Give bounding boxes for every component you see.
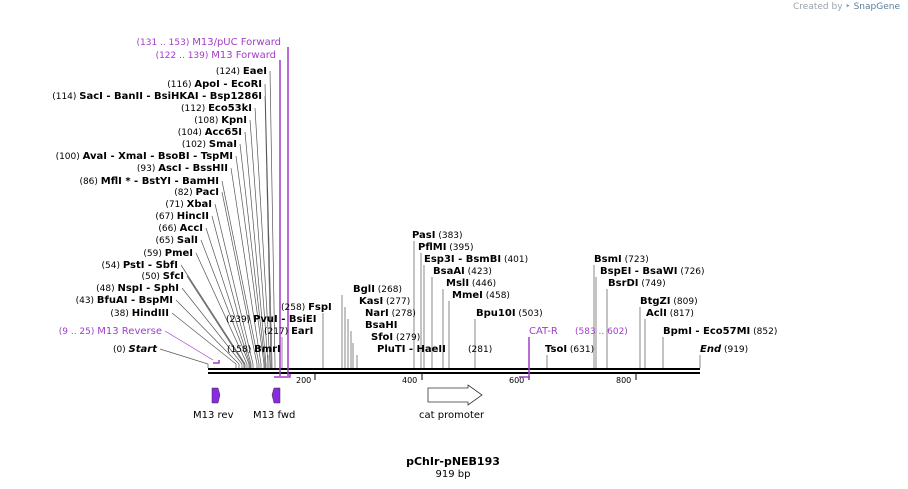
enzyme-label: KasI (277) [359,296,410,307]
leader-line [239,143,266,368]
ruler-tick: 600 [509,376,524,385]
enzyme-label: (114) SacI - BanII - BsiHKAI - Bsp1286I [52,91,262,102]
enzyme-label: (54) PstI - SbfI [102,260,179,271]
enzyme-label: (131 .. 153) M13/pUC Forward [137,37,281,48]
enzyme-label: (122 .. 139) M13 Forward [156,50,276,61]
enzyme-label: (108) KpnI [194,115,247,126]
enzyme-label: MmeI (458) [452,290,510,301]
feature-m13-rev: M13 rev [193,387,234,421]
enzyme-label: BsaAI (423) [433,266,492,277]
leader-line [211,215,252,368]
enzyme-label: BsrDI (749) [608,278,666,289]
feature-label: M13 fwd [253,410,295,421]
enzyme-label: (258) FspI [281,302,332,313]
leader-line [180,264,246,368]
feature-cat-promoter: cat promoter [419,384,485,421]
feature-m13-fwd: M13 fwd [253,387,295,421]
enzyme-label: (43) BfuAI - BspMI [76,295,173,306]
enzyme-label: (50) SfcI [141,271,184,282]
leader-line [214,203,254,368]
enzyme-label: (0) Start [113,344,158,355]
enzyme-label: (65) SalI [156,235,198,246]
enzyme-label: BsaHI [365,320,397,331]
enzyme-label: (66) AccI [158,223,203,234]
enzyme-label: PasI (383) [412,230,463,241]
leader-line [195,252,248,368]
leader-line [244,131,267,368]
leader-line [171,312,237,368]
leader-line [230,167,262,368]
enzyme-label: SfoI (279) [371,332,420,343]
enzyme-label: NarI (278) [365,308,416,319]
ruler-tick: 400 [402,376,417,385]
enzyme-label: (93) AscI - BssHII [137,163,228,174]
enzyme-label: (67) HincII [155,211,209,222]
enzyme-label: (82) PacI [174,187,219,198]
leader-line [164,330,214,361]
enzyme-label: MslI (446) [446,278,496,289]
enzyme-label: PluTI - HaeII [377,344,446,355]
leader-line [186,275,245,368]
leader-line [254,107,271,368]
backbone [208,368,700,374]
leader-line [181,287,243,368]
enzyme-label: End (919) [700,344,748,355]
enzyme-label: (38) HindIII [110,308,169,319]
leader-lines [159,70,701,368]
leader-line [264,83,273,368]
feature-label: M13 rev [193,410,234,421]
leader-line [205,227,251,368]
enzyme-label: AclI (817) [646,308,694,319]
enzyme-label: (48) NspI - SphI [96,283,179,294]
enzyme-label: (281) [468,345,492,355]
feature-label: cat promoter [419,410,485,421]
ruler-tick: 800 [616,376,631,385]
enzyme-label: (239) PvuI - BsiEI [226,314,316,325]
leader-line [269,70,276,368]
enzyme-label: TsoI (631) [545,344,594,355]
enzyme-label: (104) Acc65I [178,127,242,138]
enzyme-label: (100) AvaI - XmaI - BsoBI - TspMI [56,151,233,162]
enzyme-label: (112) Eco53kI [181,103,252,114]
enzyme-label: CAT-R [529,326,558,337]
leader-line [221,180,260,368]
enzyme-label: BsmI (723) [594,254,649,265]
enzyme-label: (59) PmeI [143,248,193,259]
enzyme-label: (124) EaeI [216,66,267,77]
enzyme-label: PflMI (395) [418,242,473,253]
snapgene-credit: Created by ‣ SnapGene [793,2,900,12]
plasmid-size: 919 bp [436,469,471,480]
leader-line [175,299,240,368]
enzyme-label: (9 .. 25) M13 Reverse [59,326,162,337]
enzyme-label: Bpu10I (503) [476,308,543,319]
leader-line [221,191,258,368]
leader-line [264,95,272,368]
enzyme-label: Esp3I - BsmBI (401) [424,254,528,265]
enzyme-label: (158) BmrI [227,344,281,355]
enzyme-label: (217) EarI [264,326,313,337]
enzyme-label: BspEI - BsaWI (726) [600,266,705,277]
ruler-tick: 200 [296,376,311,385]
snapgene-logo-icon: ‣ [845,2,851,12]
plasmid-name: pChIr-pNEB193 [406,455,500,468]
enzyme-label: (86) MflI * - BstYI - BamHI [79,176,219,187]
enzyme-label: (102) SmaI [182,139,237,150]
leader-line [200,239,250,368]
enzyme-label: BpmI - Eco57MI (852) [663,326,777,337]
enzyme-label: BtgZI (809) [640,296,698,307]
enzyme-label: (71) XbaI [165,199,212,210]
ruler: 200 400 600 800 [296,374,637,385]
enzyme-labels: (0) Start (9 .. 25) M13 Reverse (38) HindI… [52,37,777,355]
leader-line [235,155,265,368]
enzyme-label: BglI (268) [353,284,402,295]
leader-line [159,348,209,368]
enzyme-label: (116) ApoI - EcoRI [167,79,262,90]
enzyme-label: (583 .. 602) [575,327,628,337]
primer-bars [213,47,530,378]
